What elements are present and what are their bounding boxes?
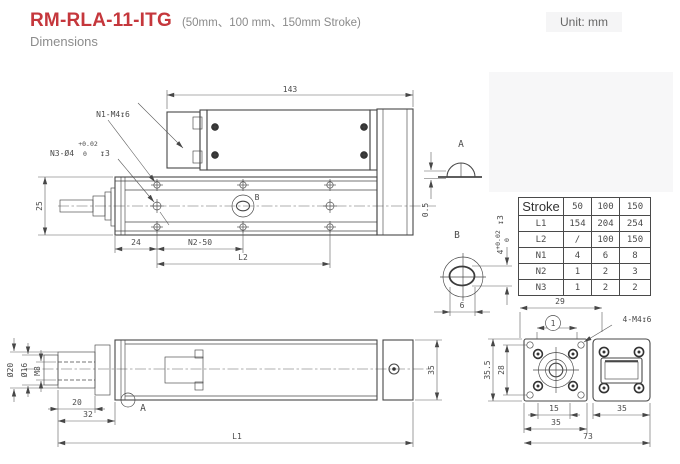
table-cell: N3 xyxy=(519,280,564,295)
table-header-stroke: Stroke xyxy=(519,198,564,216)
table-cell: 1 xyxy=(564,280,592,295)
table-cell: 1 xyxy=(564,264,592,280)
bottom-view: A Ø20 Ø16 M8 20 32 xyxy=(5,338,442,447)
table-cell: 254 xyxy=(620,216,650,232)
label-n3-dia4: N3-Ø4 xyxy=(50,148,74,158)
dim-73: 73 xyxy=(583,432,593,441)
dim-m8: M8 xyxy=(33,366,42,376)
stroke-table: Stroke 50 100 150 L1 154 204 254 L2 / 10… xyxy=(518,197,651,296)
table-cell: N1 xyxy=(519,248,564,264)
detail-a-label: A xyxy=(458,139,464,150)
table-cell: 154 xyxy=(564,216,592,232)
end-view: 29 1 4-M4↧6 35.5 28 15 xyxy=(483,297,652,447)
unit-badge: Unit: mm xyxy=(546,12,622,32)
table-header-150: 150 xyxy=(620,198,650,216)
table-header-50: 50 xyxy=(564,198,592,216)
table-cell: 204 xyxy=(592,216,620,232)
detail-b: B 6 4 +0.02 0 ↧3 xyxy=(434,215,512,316)
dim-15: 15 xyxy=(549,404,559,413)
dim-dia16: Ø16 xyxy=(19,363,29,378)
table-cell: 2 xyxy=(592,280,620,295)
table-cell: / xyxy=(564,232,592,248)
dim-20: 20 xyxy=(72,398,82,407)
dim-n2-50: N2-50 xyxy=(188,238,212,247)
table-cell: 6 xyxy=(592,248,620,264)
page-title: RM-RLA-11-ITG xyxy=(30,10,172,31)
table-cell: 8 xyxy=(620,248,650,264)
balloon-1: 1 xyxy=(551,319,556,328)
header: RM-RLA-11-ITG (50mm、100 mm、150mm Stroke) xyxy=(30,10,361,32)
dim-28: 28 xyxy=(497,365,506,375)
detail-a: A 0.5 xyxy=(421,139,482,217)
table-header-100: 100 xyxy=(592,198,620,216)
label-4-m4: 4-M4↧6 xyxy=(623,315,652,324)
dim-0-5: 0.5 xyxy=(421,203,430,218)
table-cell: 100 xyxy=(592,232,620,248)
table-cell: L2 xyxy=(519,232,564,248)
table-cell: 2 xyxy=(592,264,620,280)
n3-tolerance-upper: +0.02 xyxy=(78,140,98,148)
section-label: Dimensions xyxy=(30,34,98,49)
dim-4: 4 xyxy=(496,249,505,254)
n3-tolerance-lower: 0 xyxy=(83,150,87,158)
dim-4-tolerance-upper: +0.02 xyxy=(494,230,502,250)
dim-143: 143 xyxy=(283,85,298,94)
n3-depth: ↧3 xyxy=(100,149,110,158)
stroke-options-subtitle: (50mm、100 mm、150mm Stroke) xyxy=(181,17,361,29)
dim-l2: L2 xyxy=(238,253,248,262)
top-view: 143 xyxy=(35,85,436,268)
dim-25: 25 xyxy=(35,201,44,211)
dim-4-depth: ↧3 xyxy=(496,215,505,225)
dim-l1: L1 xyxy=(232,432,242,441)
dim-32: 32 xyxy=(83,410,93,419)
empty-placeholder-panel xyxy=(489,72,673,192)
label-n1-m4: N1-M4↧6 xyxy=(96,110,130,119)
dim-35-body: 35 xyxy=(427,365,436,375)
dim-24: 24 xyxy=(131,238,141,247)
table-cell: 4 xyxy=(564,248,592,264)
dim-dia20: Ø20 xyxy=(5,363,15,378)
dim-35-right: 35 xyxy=(617,404,627,413)
section-a-label: A xyxy=(140,403,146,414)
dim-29: 29 xyxy=(555,297,565,306)
dim-35-5: 35.5 xyxy=(483,360,492,379)
table-cell: 150 xyxy=(620,232,650,248)
dim-35-left: 35 xyxy=(551,418,561,427)
table-cell: 2 xyxy=(632,282,638,293)
table-cell: 3 xyxy=(620,264,650,280)
dim-4-tolerance-lower: 0 xyxy=(503,238,511,242)
hole-b-label: B xyxy=(255,193,260,202)
table-cell: L1 xyxy=(519,216,564,232)
dim-6: 6 xyxy=(460,301,465,310)
table-cell: N2 xyxy=(519,264,564,280)
detail-b-label: B xyxy=(454,230,460,241)
